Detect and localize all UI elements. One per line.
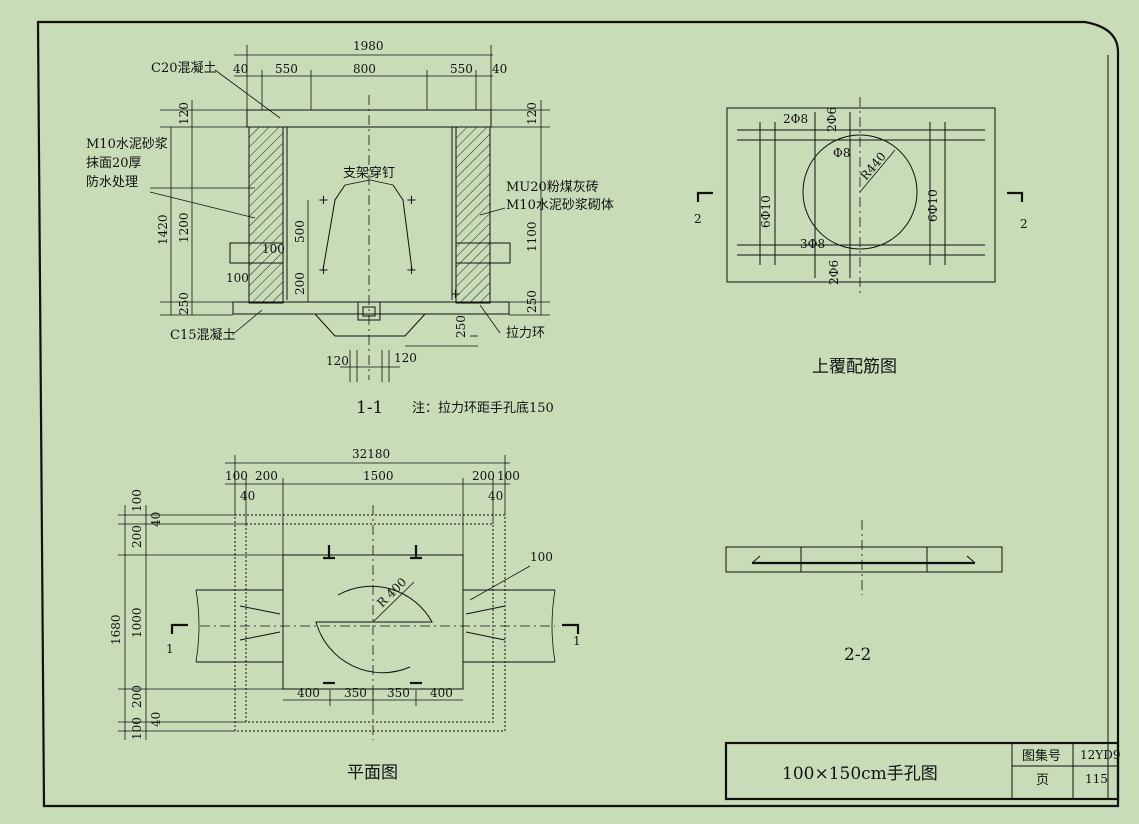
- label-bracket-bolt: 支架穿钉: [343, 165, 395, 181]
- section-2-2: 2-2: [725, 520, 1003, 665]
- section-1-1: + + + + + 1980 40 550 800 550 40 120 142…: [86, 39, 614, 418]
- dim-100-a: 100: [262, 242, 285, 256]
- plan-radius-label: R 400: [374, 575, 409, 610]
- label-mu20-brick: MU20粉煤灰砖: [506, 180, 599, 195]
- dim-800: 800: [353, 62, 376, 76]
- plan-dim-40-top-a: 40: [240, 489, 255, 503]
- dim-1200: 1200: [177, 212, 191, 243]
- dim-120-bottom-left: 120: [326, 354, 349, 368]
- section-mark-2-right: 2: [1020, 217, 1028, 231]
- title-block: 100×150cm手孔图 图集号 12YD9 页 115: [724, 741, 1120, 801]
- plan-dim-100-left-a: 100: [130, 489, 144, 512]
- label-m10-mortar-1: M10水泥砂浆: [86, 137, 168, 152]
- section-1-1-title: 1-1: [356, 398, 383, 418]
- plan-dim-40-left-b: 40: [149, 712, 163, 727]
- plan-dim-400-b: 400: [430, 686, 453, 700]
- plan-dim-350-b: 350: [387, 686, 410, 700]
- dim-200: 200: [293, 272, 307, 295]
- plan-title: 平面图: [347, 763, 398, 783]
- sheet-border: [36, 20, 1120, 808]
- dim-500: 500: [293, 220, 307, 243]
- svg-text:+: +: [318, 193, 329, 208]
- right-wall: [455, 126, 491, 304]
- section-2-2-title: 2-2: [844, 645, 871, 665]
- dim-40-left: 40: [233, 62, 248, 76]
- section-mark-1-right: 1: [573, 634, 581, 648]
- section-1-1-note: 注：拉力环距手孔底150: [412, 400, 554, 416]
- plan-dim-100-top-a: 100: [225, 469, 248, 483]
- dim-250-right: 250: [525, 290, 539, 313]
- plan-dim-40-left-a: 40: [149, 512, 163, 527]
- dim-120-bottom-right: 120: [394, 351, 417, 365]
- label-pull-ring: 拉力环: [506, 326, 545, 341]
- plan-dim-200-left-b: 200: [130, 685, 144, 708]
- section-mark-1-left: 1: [166, 642, 174, 656]
- plan-dim-100-top-b: 100: [497, 469, 520, 483]
- svg-text:+: +: [318, 263, 329, 278]
- plan-dim-200-left-a: 200: [130, 525, 144, 548]
- atlas-number-label: 图集号: [1022, 748, 1061, 764]
- page-number: 115: [1085, 772, 1108, 786]
- dim-250-left: 250: [177, 292, 191, 315]
- top-rebar-title: 上覆配筋图: [812, 357, 897, 377]
- plan-dim-200-top-b: 200: [472, 469, 495, 483]
- svg-text:+: +: [406, 193, 417, 208]
- plan-dim-400-a: 400: [297, 686, 320, 700]
- rebar-label-ring: Φ8: [833, 146, 850, 160]
- dim-1100: 1100: [525, 221, 539, 252]
- rebar-label-6phi10-right: 6Φ10: [926, 189, 940, 222]
- plan-dim-1680: 1680: [109, 614, 123, 645]
- label-c15-concrete: C15混凝土: [170, 327, 236, 343]
- plan-dim-1500: 1500: [363, 469, 394, 483]
- label-m10-mortar-3: 防水处理: [86, 174, 138, 190]
- dim-40-right: 40: [492, 62, 507, 76]
- label-c20-concrete: C20混凝土: [151, 60, 217, 76]
- drawing-title: 100×150cm手孔图: [782, 764, 938, 784]
- rebar-label-2phi8-top: 2Φ8: [783, 112, 808, 126]
- plan-dim-100-right: 100: [530, 550, 553, 564]
- dim-550-right: 550: [450, 62, 473, 76]
- plan-dim-32180: 32180: [352, 447, 390, 461]
- plan-dim-40-top-b: 40: [488, 489, 503, 503]
- rebar-label-6phi10-left: 6Φ10: [759, 195, 773, 228]
- dim-120-right: 120: [525, 102, 539, 125]
- rebar-label-3phi8-bottom: 3Φ8: [800, 237, 825, 251]
- dim-120-left: 120: [177, 102, 191, 125]
- dim-550-left: 550: [275, 62, 298, 76]
- dim-250-sump: 250: [454, 315, 468, 338]
- section-mark-2-left: 2: [694, 212, 702, 226]
- rebar-label-2phi6-top: 2Φ6: [825, 107, 839, 132]
- rebar-label-2phi6-bottom: 2Φ6: [827, 260, 841, 285]
- dim-1420: 1420: [156, 214, 170, 245]
- svg-text:+: +: [406, 263, 417, 278]
- plan-dim-200-top-a: 200: [255, 469, 278, 483]
- dim-1980: 1980: [353, 39, 384, 53]
- label-mu20-masonry: M10水泥砂浆砌体: [506, 198, 614, 213]
- plan-dim-350-a: 350: [344, 686, 367, 700]
- top-rebar-drawing: 2 2 2Φ8 2Φ6 Φ8 R440 6Φ10 6Φ10 3Φ8 2Φ6 上覆…: [694, 97, 1028, 377]
- svg-text:+: +: [450, 287, 461, 302]
- left-wall: [248, 126, 284, 304]
- page-label: 页: [1036, 773, 1049, 788]
- plan-dim-100-left-b: 100: [130, 717, 144, 740]
- dim-100-b: 100: [226, 271, 249, 285]
- plan-dim-1000: 1000: [130, 607, 144, 638]
- plan-view: 1 1 32180 100 200 1500 200 100 40 40 100…: [109, 447, 581, 783]
- label-m10-mortar-2: 抹面20厚: [86, 156, 142, 171]
- atlas-number-value: 12YD9: [1080, 748, 1120, 762]
- rebar-label-radius: R440: [858, 149, 889, 182]
